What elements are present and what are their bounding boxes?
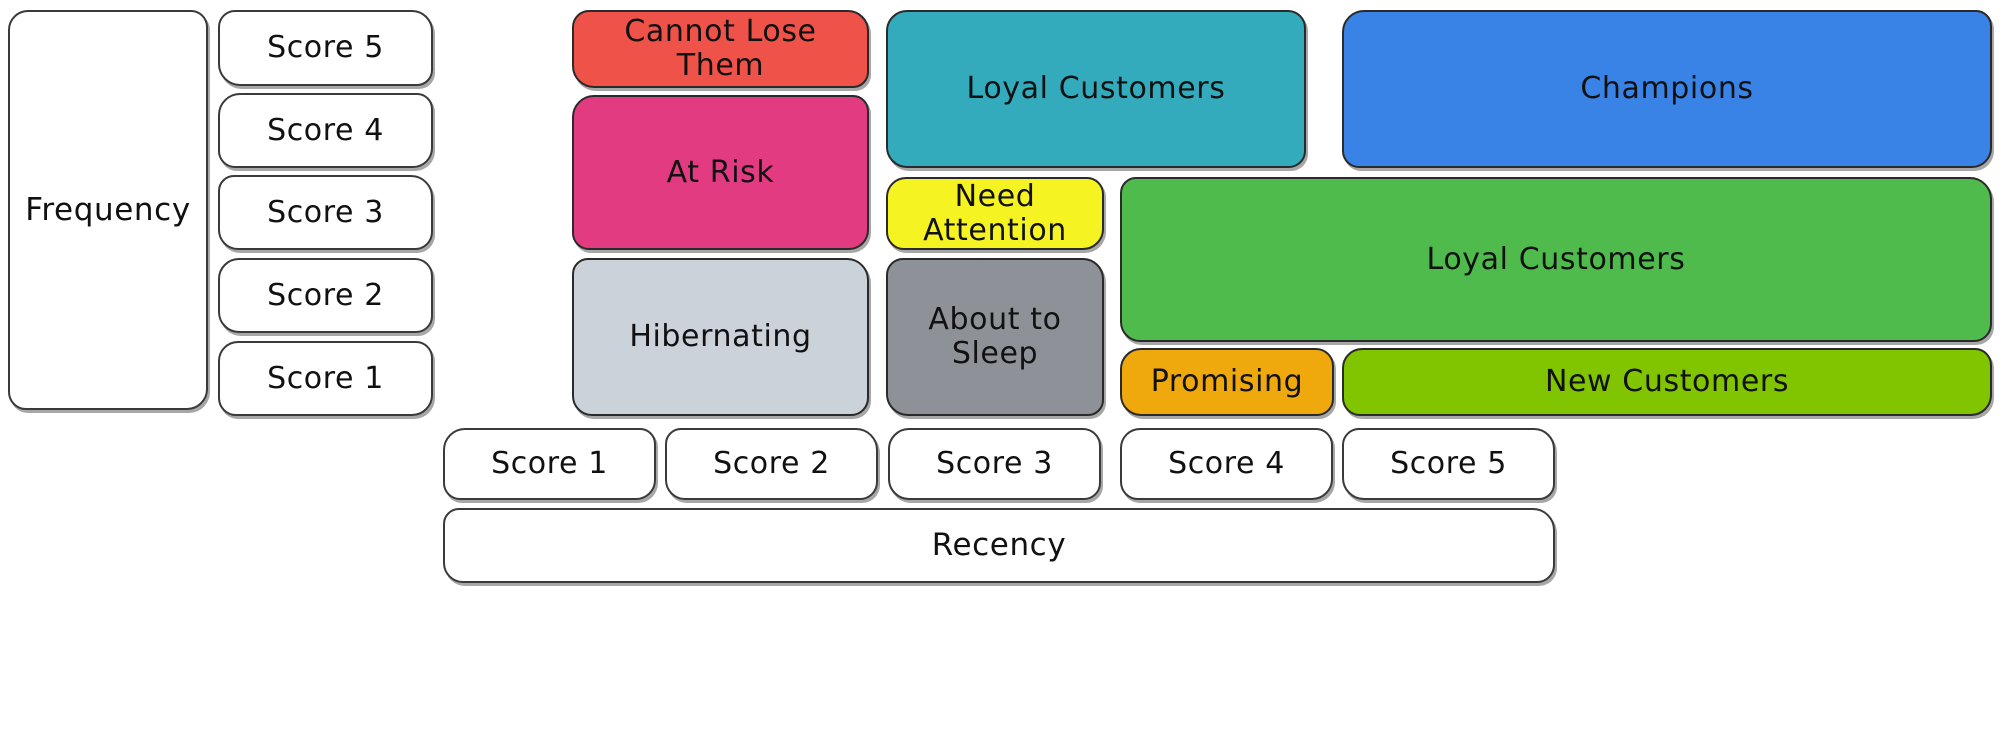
frequency-score-1[interactable]: Score 1: [218, 341, 433, 416]
segment-new-customers[interactable]: New Customers: [1342, 348, 1992, 416]
segment-champions-label: Champions: [1580, 71, 1754, 107]
recency-score-3[interactable]: Score 3: [888, 428, 1101, 500]
segment-loyal-customers-teal-label: Loyal Customers: [966, 71, 1226, 107]
recency-score-1-label: Score 1: [491, 446, 608, 482]
frequency-axis-label-text: Frequency: [25, 191, 191, 228]
segment-champions[interactable]: Champions: [1342, 10, 1992, 168]
segment-about-to-sleep-label: About to Sleep: [928, 302, 1062, 371]
segment-loyal-customers-teal[interactable]: Loyal Customers: [886, 10, 1306, 168]
frequency-score-2-label: Score 2: [267, 277, 384, 313]
segment-loyal-customers-green[interactable]: Loyal Customers: [1120, 177, 1992, 342]
segment-about-to-sleep[interactable]: About to Sleep: [886, 258, 1104, 416]
segment-promising[interactable]: Promising: [1120, 348, 1334, 416]
recency-axis-label-text: Recency: [931, 527, 1067, 564]
frequency-score-1-label: Score 1: [267, 360, 384, 396]
recency-score-2-label: Score 2: [713, 446, 830, 482]
frequency-score-3[interactable]: Score 3: [218, 175, 433, 250]
segment-loyal-customers-green-label: Loyal Customers: [1426, 241, 1686, 277]
recency-axis-label: Recency: [443, 508, 1555, 583]
recency-score-1[interactable]: Score 1: [443, 428, 656, 500]
recency-score-4-label: Score 4: [1168, 446, 1285, 482]
segment-new-customers-label: New Customers: [1544, 364, 1790, 400]
recency-score-5[interactable]: Score 5: [1342, 428, 1555, 500]
frequency-score-5[interactable]: Score 5: [218, 10, 433, 86]
segment-at-risk[interactable]: At Risk: [572, 95, 869, 250]
segment-need-attention[interactable]: Need Attention: [886, 177, 1104, 250]
segment-at-risk-label: At Risk: [666, 154, 775, 190]
recency-score-2[interactable]: Score 2: [665, 428, 878, 500]
recency-score-5-label: Score 5: [1390, 446, 1507, 482]
frequency-score-4-label: Score 4: [267, 112, 384, 148]
frequency-score-3-label: Score 3: [267, 194, 384, 230]
frequency-score-4[interactable]: Score 4: [218, 93, 433, 168]
segment-promising-label: Promising: [1150, 364, 1304, 400]
segment-hibernating[interactable]: Hibernating: [572, 258, 869, 416]
segment-cannot-lose-them-label: Cannot Lose Them: [624, 14, 817, 83]
recency-score-4[interactable]: Score 4: [1120, 428, 1333, 500]
segment-need-attention-label: Need Attention: [923, 178, 1067, 248]
frequency-score-5-label: Score 5: [267, 30, 384, 66]
frequency-score-2[interactable]: Score 2: [218, 258, 433, 333]
recency-score-3-label: Score 3: [936, 446, 1053, 482]
segment-cannot-lose-them[interactable]: Cannot Lose Them: [572, 10, 869, 88]
segment-hibernating-label: Hibernating: [629, 319, 812, 355]
frequency-axis-label: Frequency: [8, 10, 208, 410]
